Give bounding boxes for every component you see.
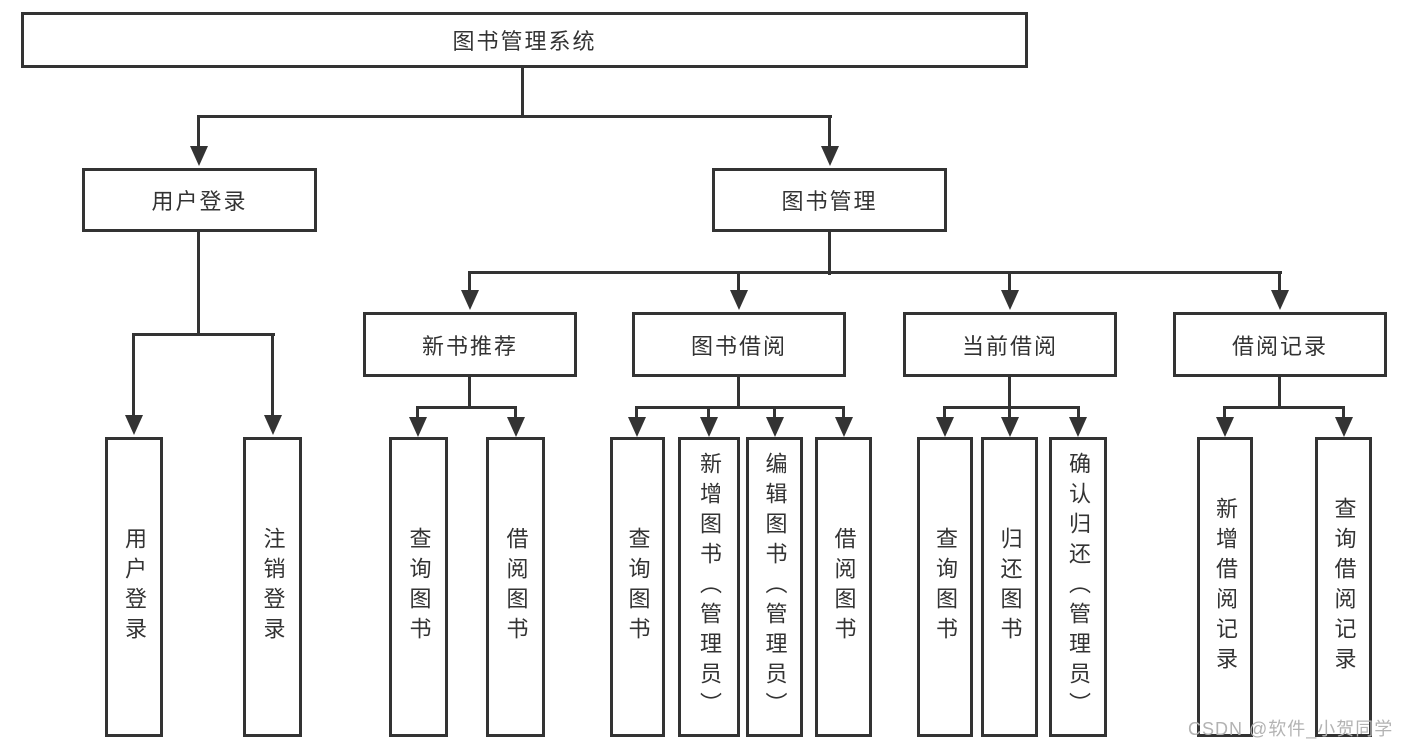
- node-label: 新书推荐: [421, 333, 518, 359]
- connector-vline: [1008, 375, 1011, 408]
- arrowhead-down-icon: [125, 415, 143, 435]
- node-book-borrowing: 图书借阅: [632, 312, 846, 377]
- arrowhead-down-icon: [766, 417, 784, 437]
- connector-vline: [1342, 406, 1345, 418]
- connector-vline: [737, 271, 740, 292]
- node-label: 编辑图书（管理员）: [762, 452, 788, 722]
- connector-vline: [271, 333, 274, 415]
- arrowhead-down-icon: [409, 417, 427, 437]
- arrowhead-down-icon: [1001, 417, 1019, 437]
- leaf-confirm-return-admin: 确认归还（管理员）: [1049, 437, 1107, 737]
- node-label: 图书管理: [781, 189, 878, 214]
- node-label: 新增图书（管理员）: [697, 452, 722, 722]
- arrowhead-down-icon: [1271, 290, 1289, 310]
- arrowhead-down-icon: [835, 417, 853, 437]
- node-library-management-system: 图书管理系统: [21, 12, 1028, 68]
- connector-hline: [943, 406, 1080, 409]
- leaf-borrow-books-recommend: 借阅图书: [486, 437, 545, 737]
- node-label: 用户登录: [151, 189, 248, 214]
- node-label: 借阅图书: [831, 527, 857, 647]
- node-user-login: 用户登录: [82, 168, 317, 232]
- node-label: 查询图书: [625, 527, 651, 647]
- connector-vline: [197, 230, 200, 335]
- connector-hline: [1223, 406, 1345, 409]
- arrowhead-down-icon: [264, 415, 282, 435]
- node-label: 当前借阅: [961, 333, 1058, 359]
- connector-hline: [132, 333, 275, 336]
- leaf-add-book-admin: 新增图书（管理员）: [678, 437, 740, 737]
- leaf-borrow-books-borrowing: 借阅图书: [815, 437, 872, 737]
- connector-vline: [468, 271, 471, 292]
- leaf-query-borrow-record: 查询借阅记录: [1315, 437, 1372, 737]
- connector-vline: [1008, 406, 1011, 418]
- leaf-query-books-recommend: 查询图书: [389, 437, 448, 737]
- connector-vline: [635, 406, 638, 418]
- connector-vline: [842, 406, 845, 418]
- connector-vline: [1278, 375, 1281, 408]
- node-label: 归还图书: [997, 527, 1023, 647]
- arrowhead-down-icon: [700, 417, 718, 437]
- leaf-query-books-borrowing: 查询图书: [610, 437, 665, 737]
- arrowhead-down-icon: [730, 290, 748, 310]
- connector-vline: [828, 230, 831, 275]
- node-label: 用户登录: [122, 527, 147, 647]
- leaf-query-books-current: 查询图书: [917, 437, 973, 737]
- arrowhead-down-icon: [1335, 417, 1353, 437]
- connector-hline: [468, 271, 1282, 274]
- arrowhead-down-icon: [628, 417, 646, 437]
- node-book-management: 图书管理: [712, 168, 947, 232]
- leaf-logout: 注销登录: [243, 437, 302, 737]
- connector-vline: [514, 406, 517, 418]
- arrowhead-down-icon: [461, 290, 479, 310]
- connector-vline: [828, 115, 831, 148]
- leaf-user-login: 用户登录: [105, 437, 163, 737]
- leaf-edit-book-admin: 编辑图书（管理员）: [746, 437, 803, 737]
- node-label: 借阅记录: [1231, 333, 1328, 359]
- node-label: 图书借阅: [690, 333, 787, 359]
- connector-vline: [1278, 271, 1281, 292]
- arrowhead-down-icon: [1216, 417, 1234, 437]
- connector-vline: [132, 333, 135, 415]
- node-current-borrowing: 当前借阅: [903, 312, 1117, 377]
- connector-hline: [416, 406, 517, 409]
- connector-vline: [197, 115, 200, 148]
- node-label: 查询图书: [933, 527, 958, 647]
- node-label: 查询图书: [406, 527, 432, 647]
- node-label: 确认归还（管理员）: [1066, 452, 1091, 722]
- node-label: 图书管理系统: [452, 29, 597, 54]
- arrowhead-down-icon: [821, 146, 839, 166]
- connector-hline: [197, 115, 832, 118]
- connector-vline: [707, 406, 710, 418]
- arrowhead-down-icon: [1001, 290, 1019, 310]
- connector-vline: [737, 375, 740, 408]
- csdn-watermark: CSDN @软件_小贺同学: [1188, 719, 1394, 739]
- node-new-book-recommendation: 新书推荐: [363, 312, 577, 377]
- node-label: 查询借阅记录: [1331, 497, 1357, 677]
- leaf-return-book: 归还图书: [981, 437, 1038, 737]
- node-borrowing-records: 借阅记录: [1173, 312, 1387, 377]
- connector-vline: [1223, 406, 1226, 418]
- connector-hline: [635, 406, 845, 409]
- connector-vline: [468, 375, 471, 408]
- node-label: 注销登录: [260, 527, 286, 647]
- node-label: 借阅图书: [503, 527, 529, 647]
- connector-vline: [1077, 406, 1080, 418]
- leaf-add-borrow-record: 新增借阅记录: [1197, 437, 1253, 737]
- connector-vline: [521, 66, 524, 117]
- arrowhead-down-icon: [190, 146, 208, 166]
- connector-vline: [943, 406, 946, 418]
- connector-vline: [1008, 271, 1011, 292]
- arrowhead-down-icon: [507, 417, 525, 437]
- connector-vline: [773, 406, 776, 418]
- arrowhead-down-icon: [1069, 417, 1087, 437]
- arrowhead-down-icon: [936, 417, 954, 437]
- connector-vline: [416, 406, 419, 418]
- node-label: 新增借阅记录: [1213, 497, 1238, 677]
